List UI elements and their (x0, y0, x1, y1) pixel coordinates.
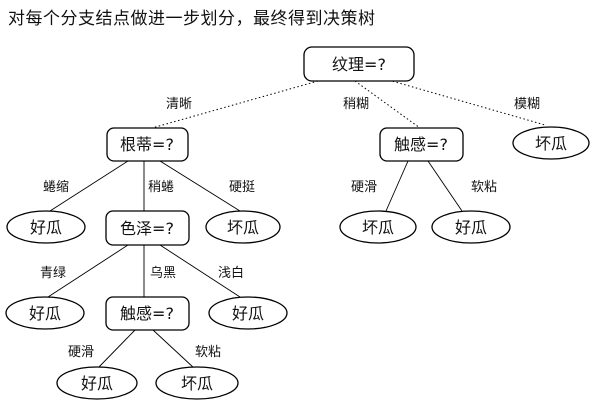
edge-line-green (47, 244, 129, 298)
leaf-light-white-label: 好瓜 (232, 304, 264, 323)
leaf-soft-sticky-2-label: 坏瓜 (181, 374, 213, 393)
leaf-curled-label: 好瓜 (30, 218, 62, 237)
leaf-blurry-label: 坏瓜 (535, 134, 567, 153)
edge-line-stiff (159, 160, 241, 212)
edge-line-hard-smooth-2 (97, 329, 136, 369)
edge-line-soft-sticky-2 (152, 329, 195, 369)
edge-line-light-white (159, 244, 241, 298)
edge-label-clear: 清晰 (166, 97, 192, 112)
node-root-stem-label: 根蒂=? (120, 135, 174, 154)
edge-label-hard-smooth-1: 硬滑 (351, 180, 377, 195)
leaf-blurry: 坏瓜 (512, 126, 590, 160)
node-touch-1: 触感=? (379, 127, 464, 162)
edge-line-soft-sticky-1 (427, 160, 463, 212)
edge-label-stiff: 硬挺 (229, 180, 255, 195)
node-touch-2: 触感=? (105, 296, 190, 331)
edge-label-curled: 蜷缩 (43, 179, 69, 195)
leaf-stiff-label: 坏瓜 (227, 218, 259, 237)
edge-label-green: 青绿 (40, 266, 66, 281)
diagram-heading: 对每个分支结点做进一步划分，最终得到决策树 (8, 9, 376, 29)
node-color-label: 色泽=? (120, 219, 174, 238)
edge-label-soft-sticky-2: 软粘 (195, 345, 221, 360)
edge-label-blurry: 模糊 (514, 96, 540, 112)
leaf-soft-sticky-1: 好瓜 (431, 210, 511, 244)
edge-label-slightly-curled: 稍蜷 (148, 180, 174, 195)
leaf-green: 好瓜 (5, 296, 85, 330)
leaf-hard-smooth-1-label: 坏瓜 (362, 218, 394, 237)
edge-line-clear (151, 80, 319, 129)
edge-label-soft-sticky-1: 软粘 (471, 180, 497, 195)
node-texture: 纹理=? (303, 46, 415, 82)
leaf-green-label: 好瓜 (29, 304, 61, 323)
leaf-hard-smooth-2-label: 好瓜 (81, 374, 113, 393)
leaf-stiff: 坏瓜 (205, 210, 281, 244)
edge-label-slightly-blurry: 稍糊 (343, 96, 369, 112)
edge-line-hard-smooth-1 (385, 160, 409, 212)
node-touch-2-label: 触感=? (120, 304, 174, 323)
leaf-hard-smooth-1: 坏瓜 (339, 210, 417, 244)
edge-label-black: 乌黑 (150, 265, 176, 281)
edge-label-hard-smooth-2: 硬滑 (68, 345, 94, 360)
leaf-light-white: 好瓜 (208, 296, 288, 330)
node-texture-label: 纹理=? (332, 55, 386, 74)
node-color: 色泽=? (105, 210, 190, 246)
edge-label-light-white: 浅白 (218, 265, 244, 281)
edge-line-curled (49, 160, 129, 212)
node-root-stem: 根蒂=? (106, 127, 189, 162)
node-touch-1-label: 触感=? (394, 135, 448, 154)
leaf-curled: 好瓜 (6, 210, 86, 244)
leaf-hard-smooth-2: 好瓜 (56, 366, 138, 400)
leaf-soft-sticky-2: 坏瓜 (155, 366, 239, 400)
edge-line-slightly-blurry (354, 80, 421, 129)
leaf-soft-sticky-1-label: 好瓜 (455, 218, 487, 237)
